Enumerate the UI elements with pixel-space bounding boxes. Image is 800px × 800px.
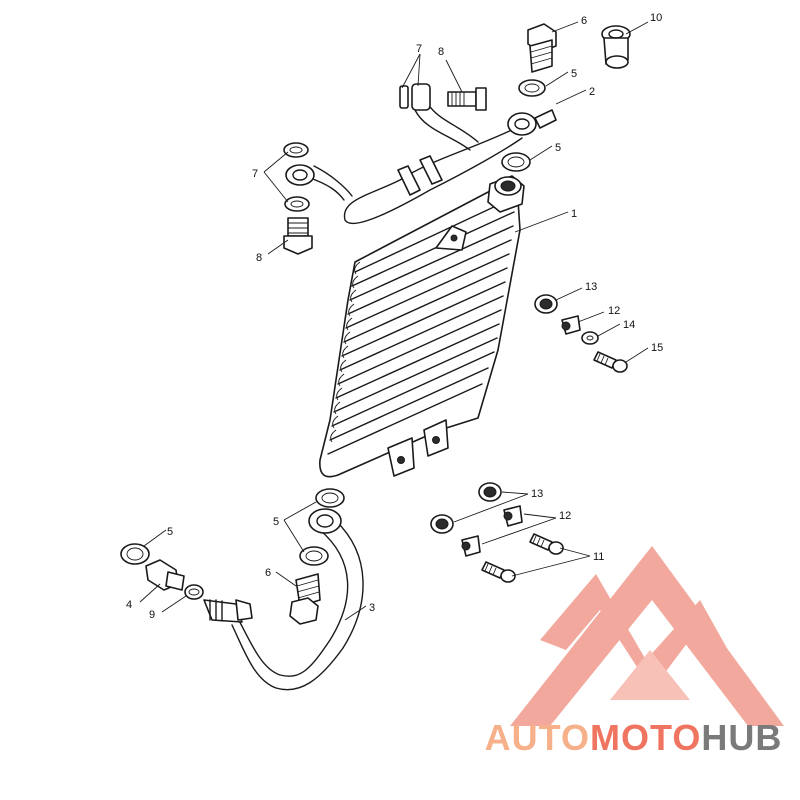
bolt-8-left: [283, 217, 313, 255]
callout-fitting-top-right: 10: [650, 12, 662, 24]
callout-banjo-bolt-top: 6: [581, 15, 587, 27]
callout-bushing-lower: 12: [559, 510, 571, 522]
callout-radiator: 1: [571, 208, 577, 220]
washer-small: [581, 331, 599, 345]
lower-adapter: [145, 559, 185, 591]
o-ring: [184, 584, 204, 600]
washer-left-1: [283, 142, 309, 158]
callout-washer-top-right-2: 5: [555, 142, 561, 154]
callout-washer-bottom-center: 5: [273, 516, 279, 528]
washer-bottom-left: [120, 543, 150, 565]
callout-grommet-lower: 13: [531, 488, 543, 500]
radiator-fins: [327, 197, 515, 455]
fitting-7-top: [399, 83, 431, 111]
oil-cooler-radiator: [319, 175, 525, 478]
washer-top-right-1: [518, 79, 546, 97]
callout-washer-bottom-left: 5: [167, 526, 173, 538]
brand-part-hub: HUB: [701, 717, 783, 758]
callout-screw-lower: 11: [593, 551, 604, 563]
washer-top-right-2: [501, 152, 531, 172]
callout-banjo-bolt-bottom: 6: [265, 567, 271, 579]
bolt-8-top: [447, 87, 487, 111]
callout-fitting-left: 7: [252, 168, 258, 180]
callout-o-ring: 9: [149, 609, 155, 621]
washer-bottom-center-1: [315, 488, 345, 508]
callout-bolt-left: 8: [256, 252, 262, 264]
callout-bolt-top-center: 8: [438, 46, 444, 58]
fitting-10: [601, 25, 631, 69]
callout-lower-hose: 3: [369, 602, 375, 614]
brand-part-moto: MOTO: [590, 717, 702, 758]
lower-hose: [203, 508, 364, 691]
upper-hose: [285, 103, 557, 225]
banjo-bolt-bottom: [289, 573, 321, 625]
bushing-lower-2: [461, 535, 481, 557]
screw-upper: [593, 351, 628, 373]
callout-upper-hose: 2: [589, 86, 595, 98]
callout-grommet-upper: 13: [585, 281, 597, 293]
washer-left-2: [284, 196, 310, 212]
brand-part-auto: AUTO: [484, 717, 590, 758]
callout-screw-upper: 15: [651, 342, 663, 354]
callout-bushing-upper: 12: [608, 305, 620, 317]
screw-lower-1: [529, 533, 564, 555]
screw-lower-2: [481, 561, 516, 583]
banjo-bolt-top: [527, 23, 557, 73]
bushing-lower-1: [503, 505, 523, 527]
washer-bottom-center-2: [299, 546, 329, 566]
callout-fitting-top-center: 7: [416, 43, 422, 55]
callout-washer-top-right-1: 5: [571, 68, 577, 80]
callout-lower-adapter: 4: [126, 599, 132, 611]
callout-washer-small: 14: [623, 319, 635, 331]
